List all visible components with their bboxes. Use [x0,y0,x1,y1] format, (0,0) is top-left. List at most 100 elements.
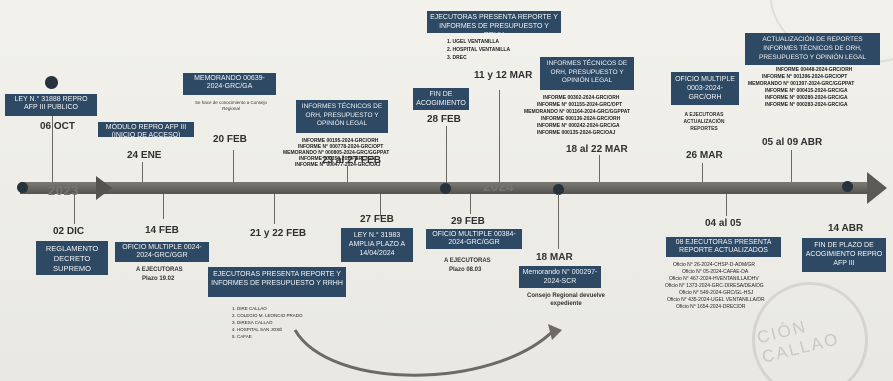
tick-feb29 [470,194,471,214]
actualizacion-line: INFORME N° 000283-2024-GRC/GA [765,102,848,108]
year-label-2024: 2024 [483,179,514,194]
oficio-multiple-00384-box: OFICIO MULTIPLE 00384-2024-GRC/GGR [426,229,522,249]
oficio-multiple-0003-box: OFICIO MULTIPLE 0003-2024-GRC/ORH [671,72,739,105]
ley-31983-box: LEY N.° 31983 AMPLIA PLAZO A 14/04/2024 [341,228,413,262]
tick-feb27 [380,194,381,216]
mar-list-item: 3. DREC [447,55,467,61]
date-abr05-09: 05 al 09 ABR [762,137,823,148]
axis-dot-feb28 [440,183,451,194]
ley-31888-box: LEY N.° 31888 REPRO AFP III PUBLICO [5,94,97,116]
date-feb23-27: 23 al 27 FEB [322,155,381,166]
list-item: 3. DIRESA CALLAO [232,320,273,325]
abr-oficio-line: Oficio N° 467-2024-HVENTANILLA/DHV [669,276,759,282]
date-abr14: 14 ABR [828,223,864,234]
tick-mar26 [702,163,703,182]
actualizacion-line: INFORME 00448-2024-GRC/ORH [776,67,853,73]
tick-mar11 [499,90,500,182]
axis-dot-abr14 [842,181,853,192]
year-label-2023: 2023 [48,183,79,198]
tick-feb23 [347,166,348,182]
ejecutoras-actualizados-box: 08 EJECUTORAS PRESENTA REPORTE ACTUALIZA… [666,237,781,257]
tick-mar18-down [558,194,559,249]
memorando-000297-box: Memorando N° 000297-2024-SCR [519,266,601,288]
tick-feb21 [274,194,275,224]
date-mar26: 26 MAR [686,150,723,161]
tecnicos1-line: INFORME 00195-2024-GRC/ORH [302,138,379,144]
list-item: 4. HOSPITAL SAN JOSÉ [232,327,283,332]
feb29-note-ejecutoras: A EJECUTORAS [444,258,491,264]
ejecutoras-reporte-mar-box: EJECUTORAS PRESENTA REPORTE Y INFORMES D… [427,11,561,39]
stamp-seal [752,282,868,381]
axis-dot-mar18 [553,184,564,195]
date-mar1112: 11 y 12 MAR [474,70,533,81]
year-segment-arrow [96,176,112,200]
tecnicos1-line: INFORME 000350-2024-GRC/GA [299,156,375,162]
tick-feb28 [446,126,447,182]
abr-oficio-line: Oficio N° 05-2024-CAFAE-DA [682,269,749,275]
tecnicos2-line: INFORME 000136-2024-GRC/ORH [541,116,621,122]
date-feb28: 28 FEB [427,114,461,125]
informes-tecnicos-1-box: INFORMES TÉCNICOS DE ORH, PRESUPUESTO Y … [296,100,388,133]
milestone-dot-oct06 [45,76,58,89]
reglamento-box: REGLAMENTO DECRETO SUPREMO [36,241,108,275]
date-mar18-22: 18 al 22 MAR [566,144,628,155]
mar26-note: A EJECUTORAS ACTUALIZACIÓN REPORTES [683,112,725,132]
tecnicos1-line: MEMORANDO N° 000805-2024-GRC/GGPPAT [283,150,390,156]
abr-oficio-line: Oficio N° 1654-2024-DREC/DR [676,304,746,310]
informes-tecnicos-2-box: INFORMES TÉCNICOS DE ORH, PRESUPUESTO Y … [540,57,634,90]
feb14-note-ejecutoras: A EJECUTORAS [136,267,183,273]
date-feb27: 27 FEB [360,214,394,225]
fin-plazo-box: FIN DE PLAZO DE ACOGIMIENTO REPRO AFP II… [802,238,886,272]
date-mar18: 18 MAR [536,252,573,263]
actualizacion-line: INFORME N° 000280-2024-GRC/GA [765,95,848,101]
tick-abr04 [726,194,727,216]
tick-oct06 [52,96,53,182]
actualizacion-line: INFORME N° 000415-2024-GRC/GA [765,88,848,94]
tecnicos2-line: INFORME N° 001155-2024-GRC/OPT [537,102,623,108]
tecnicos1-line: INFORME N° 000477-2024-GRC/OAJ [295,162,381,168]
timeline-arrowhead [867,172,887,204]
list-item: 1. DIRE CALLAO [232,306,267,311]
list-item: 2. COLEGIO M. LEONCIO PRADO [232,313,303,318]
fin-acogimiento-box: FIN DE ACOGIMIENTO [413,88,469,110]
memo639-note: Se hace de conocimiento a Consejo Region… [194,100,268,111]
tecnicos2-line: INFORME 000135-2024-GRC/OAJ [537,130,616,136]
ejecutoras-reporte-feb-box: EJECUTORAS PRESENTA REPORTE Y INFORMES D… [208,267,346,297]
date-feb14: 14 FEB [145,225,179,236]
mar-list-item: 1. UGEL VENTANILLA [447,39,500,45]
tick-mar18-up [599,155,600,182]
tick-dic02 [74,194,75,224]
feb14-note-plazo: Plazo 19.02 [142,276,175,282]
tecnicos1-line: INFORME N° 000778-2024-GRC/OPT [298,144,384,150]
memorando-00639-box: MEMORANDO 00639-2024-GRC/GA [183,73,276,95]
oficio-multiple-0024-box: OFICIO MULTIPLE 0024-2024-GRC/GGR [115,242,209,262]
abr-oficio-line: Oficio N° 435-2024-UGEL VENTANILLA/DR [667,297,765,303]
tick-abr05 [791,150,792,182]
timeline-start-dot [17,182,28,193]
abr-oficio-line: Oficio N° 26-2024-CHSP-D-ADM/GR [673,262,756,268]
mar-list-item: 2. HOSPITAL VENTANILLA [447,47,511,53]
tick-feb20 [233,150,234,182]
tecnicos2-line: MEMORANDO N° 001164-2024-GRC/GGPPAT [524,109,631,115]
tecnicos2-line: INFORME 00302-2024-GRC/ORH [543,95,620,101]
date-oct06: 06 OCT [40,121,76,132]
feb29-note-plazo: Plazo 08.03 [449,267,482,273]
date-feb29: 29 FEB [451,216,485,227]
abr-oficio-line: Oficio N° 549-2024-GRC/GL-HSJ [679,290,754,296]
date-ene24: 24 ENE [127,150,162,161]
actualizacion-line: INFORME N° 001396-2024-GRC/OPT [762,74,848,80]
date-feb2122: 21 y 22 FEB [250,228,307,239]
actualizacion-reportes-box: ACTUALIZACIÓN DE REPORTES INFORMES TÉCNI… [745,33,880,65]
tick-feb14 [163,194,164,219]
actualizacion-line: MEMORANDO N° 001397-2024-GRC/GGPPAT [748,81,855,87]
date-abr04-05: 04 al 05 [705,218,742,229]
mar18-note: Consejo Regional devuelve expediente [526,293,606,307]
list-item: 5. CAFAE [232,334,252,339]
date-dic02: 02 DIC [53,226,85,237]
tick-ene24 [142,162,143,182]
date-feb20: 20 FEB [213,134,247,145]
ejecutoras-feb-list: 1. DIRE CALLAO 2. COLEGIO M. LEONCIO PRA… [232,305,303,340]
abr-oficio-line: Oficio N° 1373-2024-GRC-DIRESA/DEA/DG [665,283,764,289]
return-curve-arrow [293,324,562,377]
